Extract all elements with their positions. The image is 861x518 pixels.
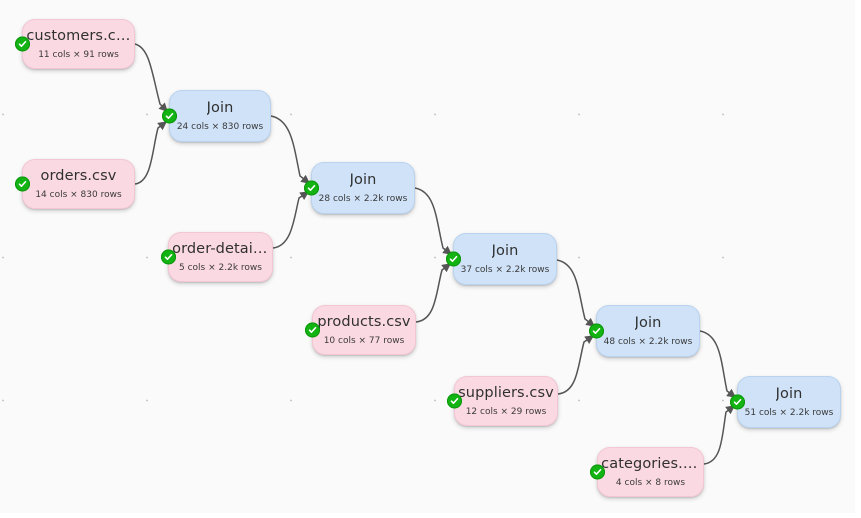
node-shape-summary: 5 cols × 2.2k rows <box>179 263 262 273</box>
node-join3[interactable]: Join 37 cols × 2.2k rows <box>446 233 557 285</box>
node-shape-summary: 28 cols × 2.2k rows <box>318 194 408 204</box>
node-join4[interactable]: Join 48 cols × 2.2k rows <box>589 305 700 357</box>
node-title: Join <box>349 172 377 188</box>
node-shape-summary: 4 cols × 8 rows <box>615 478 686 488</box>
check-circle-icon <box>447 393 462 409</box>
node-title: customers.csv <box>26 28 131 44</box>
node-title: Join <box>634 315 662 331</box>
node-orders[interactable]: orders.csv 14 cols × 830 rows <box>15 159 135 209</box>
edge-categories-to-join5[interactable] <box>703 405 736 465</box>
check-circle-icon <box>446 251 461 267</box>
node-title: Join <box>491 243 519 259</box>
node-title: suppliers.csv <box>458 385 554 401</box>
node-shape-summary: 12 cols × 29 rows <box>465 407 547 417</box>
edge-join1-to-join2[interactable] <box>270 115 311 184</box>
node-shape-summary: 10 cols × 77 rows <box>323 336 405 346</box>
check-circle-icon <box>304 180 319 196</box>
node-customers[interactable]: customers.csv 11 cols × 91 rows <box>15 19 135 69</box>
check-circle-icon <box>305 322 320 338</box>
check-circle-icon <box>589 323 604 339</box>
node-title: order-details.... <box>172 241 269 257</box>
node-title: categories.csv <box>601 456 700 472</box>
edge-products-to-join3[interactable] <box>415 263 452 323</box>
node-shape-summary: 48 cols × 2.2k rows <box>603 337 693 347</box>
edge-join4-to-join5[interactable] <box>699 330 737 398</box>
check-circle-icon <box>15 176 30 192</box>
node-join1[interactable]: Join 24 cols × 830 rows <box>162 90 271 142</box>
node-shape-summary: 37 cols × 2.2k rows <box>460 265 550 275</box>
node-title: Join <box>775 386 803 402</box>
edge-join3-to-join4[interactable] <box>556 259 596 327</box>
node-title: orders.csv <box>40 168 117 184</box>
node-order-details[interactable]: order-details.... 5 cols × 2.2k rows <box>161 232 273 282</box>
check-circle-icon <box>161 249 176 265</box>
node-suppliers[interactable]: suppliers.csv 12 cols × 29 rows <box>447 376 558 426</box>
node-title: products.csv <box>317 314 411 330</box>
check-circle-icon <box>590 464 605 480</box>
edge-join2-to-join3[interactable] <box>414 187 453 255</box>
edge-orders-to-join1[interactable] <box>134 121 168 185</box>
check-circle-icon <box>730 394 745 410</box>
edge-customers-to-join1[interactable] <box>134 43 168 112</box>
node-join5[interactable]: Join 51 cols × 2.2k rows <box>730 376 841 428</box>
node-shape-summary: 24 cols × 830 rows <box>176 122 264 132</box>
check-circle-icon <box>15 36 30 52</box>
check-circle-icon <box>162 108 177 124</box>
edge-suppliers-to-join4[interactable] <box>557 335 595 395</box>
node-categories[interactable]: categories.csv 4 cols × 8 rows <box>590 447 704 497</box>
node-title: Join <box>206 100 234 116</box>
node-shape-summary: 51 cols × 2.2k rows <box>744 408 834 418</box>
node-shape-summary: 14 cols × 830 rows <box>35 190 122 200</box>
node-products[interactable]: products.csv 10 cols × 77 rows <box>305 305 416 355</box>
node-join2[interactable]: Join 28 cols × 2.2k rows <box>304 162 415 214</box>
edge-order-details-to-join2[interactable] <box>272 191 310 249</box>
node-shape-summary: 11 cols × 91 rows <box>38 50 119 60</box>
